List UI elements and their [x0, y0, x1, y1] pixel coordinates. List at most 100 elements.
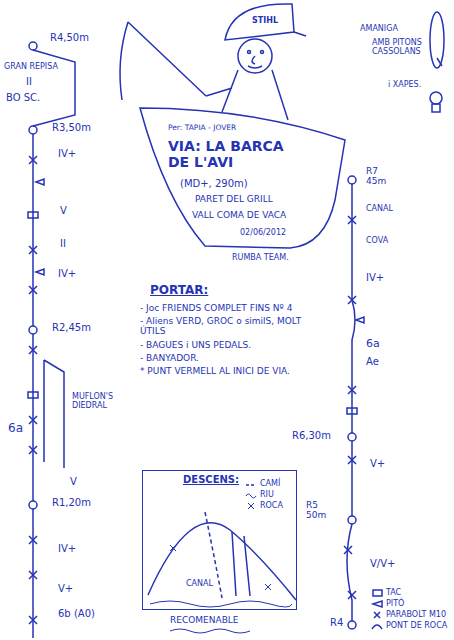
left-route [29, 326, 37, 334]
legend-text: TAC [386, 588, 401, 597]
legend-sample [246, 485, 382, 629]
boat-node: Per: TAPIA - JOVER(MD+, 290m)PARET DEL G… [140, 100, 350, 250]
route-label: PORTAR: [150, 284, 208, 298]
route-label: IV+ [366, 272, 384, 284]
route-label: BO SC. [6, 92, 40, 104]
route-label: R4 [330, 617, 343, 629]
fisherman [248, 51, 251, 54]
route-label: - BAGUES i UNS PEDALS. [140, 340, 305, 350]
tac-symbol [28, 212, 38, 218]
route-label: R3,50m [52, 122, 91, 134]
route-label: MUFLON'S DIEDRAL [72, 392, 124, 410]
legend-text: PITÓ [386, 599, 404, 608]
bolt-cross [344, 216, 356, 599]
route-title: VIA: LA BARCA DE L'AVI [168, 138, 308, 170]
legend-text: RIU [260, 490, 274, 499]
route-label: RUMBA TEAM. [232, 253, 289, 262]
piton-symbol [36, 179, 364, 323]
route-label: R1,20m [52, 497, 91, 509]
route-label: AMB PITONS CASSOLANS [372, 38, 430, 56]
fisherman [225, 4, 306, 40]
node-text: 02/06/2012 [240, 228, 286, 237]
right-route [348, 433, 356, 441]
route-label: RECOMENABLE [170, 615, 239, 625]
route-label: V+ [370, 458, 385, 470]
route-label: AMANIGA [360, 24, 398, 33]
route-label: i XAPES. [388, 80, 421, 89]
node-text: (MD+, 290m) [180, 178, 248, 190]
boat-hull [140, 108, 345, 248]
node-text: VALL COMA DE VACA [192, 210, 286, 220]
right-route [347, 184, 355, 621]
fisherman [120, 22, 206, 100]
bolt-cross [29, 156, 356, 624]
route-label: - BANYADOR. [140, 353, 305, 363]
route-label: COVA [366, 236, 388, 245]
route-label: IV+ [58, 268, 76, 280]
route-label: 6b (A0) [58, 608, 95, 620]
right-route [348, 621, 356, 629]
route-label: R2,45m [52, 322, 91, 334]
legend-sample [373, 590, 382, 596]
right-route [348, 516, 356, 524]
route-label: STIHL [252, 16, 278, 25]
underline-wave [170, 629, 250, 633]
route-label: R4,50m [50, 32, 89, 44]
route-label: - Aliens VERD, GROC o similS, MOLT ÚTILS [140, 316, 305, 337]
node-text: DESCENS: [183, 474, 239, 486]
descent-map [148, 512, 296, 607]
legend-sample [246, 494, 256, 498]
route-label: V/V+ [370, 558, 395, 570]
route-label: V+ [58, 583, 73, 595]
left-route [29, 501, 37, 509]
fisherman [248, 56, 262, 68]
fisherman [206, 70, 288, 120]
route-label: R7 45m [366, 166, 396, 187]
route-label: 6a [366, 338, 380, 351]
route-label: V [60, 205, 67, 217]
route-label: V [70, 476, 77, 488]
route-label: R6,30m [292, 430, 331, 442]
carabiner [430, 92, 442, 104]
route-label: R5 50m [306, 500, 334, 521]
right-route [347, 176, 356, 629]
route-label: GRAN REPISA [4, 62, 58, 71]
legend-text: PONT DE ROCA [386, 621, 447, 630]
descent-map [170, 545, 271, 590]
route-label: IV+ [58, 543, 76, 555]
piton-symbol [36, 179, 364, 323]
legend-sample [374, 612, 380, 618]
fisherman [238, 39, 272, 73]
left-route [44, 360, 64, 468]
legend-sample [372, 625, 382, 629]
fisherman [120, 4, 306, 120]
bolt-cross [29, 156, 37, 624]
route-label: * PUNT VERMELL AL INICI DE VIA. [140, 366, 305, 376]
fisherman [261, 51, 264, 54]
descent-map [148, 523, 296, 600]
carabiner [430, 12, 444, 112]
route-label: - Joc FRIENDS COMPLET FINS Nº 4 [140, 303, 305, 313]
carabiner [437, 58, 442, 66]
left-route [29, 42, 37, 50]
descent-map [150, 601, 292, 607]
left-route [29, 126, 37, 134]
legend-text: ROCA [260, 501, 283, 510]
node-text: Per: TAPIA - JOVER [168, 124, 236, 133]
legend-sample [373, 601, 382, 607]
legend-text: PARABOLT M10 [386, 610, 446, 619]
legend-sample [248, 503, 254, 509]
tac-symbol [28, 392, 38, 398]
route-label: II [60, 238, 66, 250]
legend-text: CAMÍ [260, 479, 280, 488]
descent-map [232, 532, 250, 596]
route-label: IV+ [58, 148, 76, 160]
underline-wave [170, 629, 250, 633]
carabiner [432, 104, 440, 112]
route-label: II [26, 76, 32, 88]
node-text: CANAL [186, 579, 213, 588]
boat-hull [140, 108, 345, 248]
right-route [348, 176, 356, 184]
route-label: CANAL [366, 204, 393, 213]
